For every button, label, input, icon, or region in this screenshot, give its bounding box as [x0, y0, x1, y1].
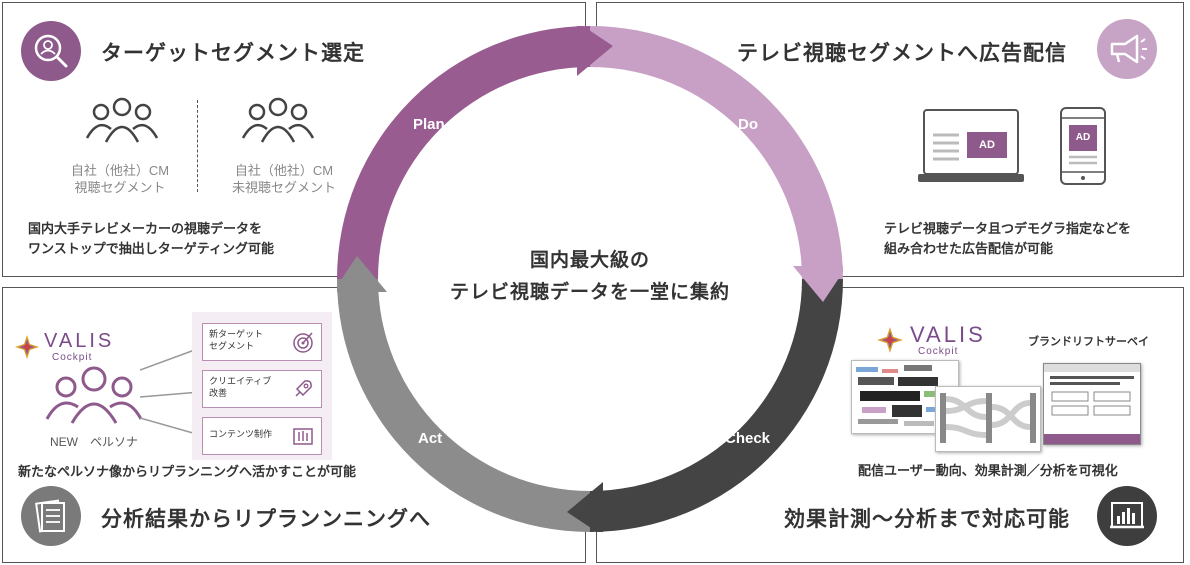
act-arc [337, 279, 590, 532]
plan-description: 国内大手テレビメーカーの視聴データをワンストップで抽出しターゲティング可能 [28, 221, 274, 256]
laptop-ad-icon: AD [917, 108, 1025, 189]
survey-label: ブランドリフトサーベイ [1028, 336, 1149, 348]
rocket-icon [295, 380, 312, 397]
phone-ad-icon: AD [1059, 106, 1107, 191]
search-user-icon [21, 21, 81, 81]
megaphone-icon [1097, 19, 1157, 79]
do-description: テレビ視聴データ且つデモグラ指定などを組み合わせた広告配信が可能 [884, 221, 1132, 256]
phone-ad-label: AD [1075, 132, 1091, 143]
do-arrowhead [793, 266, 847, 302]
survey-screenshot [1043, 363, 1141, 445]
laptop-ad-label: AD [979, 139, 995, 151]
do-title: テレビ視聴セグメントへ広告配信 [737, 42, 1067, 65]
valis-logo-check: VALIS Cockpit [876, 322, 996, 357]
plan-arrowhead [577, 22, 613, 76]
check-description: 配信ユーザー動向、効果計測／分析を可視化 [858, 463, 1118, 478]
documents-icon [21, 486, 81, 546]
segment-viewers-icon [84, 96, 160, 151]
connector-lines [140, 347, 201, 436]
divider [197, 100, 198, 192]
bar-chart-monitor-icon [1097, 486, 1157, 546]
target-icon [293, 332, 313, 353]
valis-logo-mark-icon [15, 335, 39, 359]
plan-arc [337, 26, 590, 279]
valis-logo-mark-icon [877, 327, 903, 353]
new-target-segment-item: 新ターゲットセグメント [202, 323, 322, 361]
persona-icon [44, 365, 144, 432]
creative-improvement-item: クリエイティブ改善 [202, 370, 322, 408]
phase-check-label: Check [725, 430, 771, 447]
phase-act-label: Act [418, 430, 443, 447]
tools-icon [293, 428, 313, 445]
do-arc [590, 26, 843, 279]
segment-nonviewers-icon [240, 96, 316, 151]
center-headline: 国内最大級の テレビ視聴データを一堂に集約 [449, 250, 730, 303]
act-description: 新たなペルソナ像からリプランニングへ活かすことが可能 [18, 464, 357, 479]
check-title: 効果計測〜分析まで対応可能 [784, 508, 1070, 531]
act-arrowhead [333, 256, 387, 292]
plan-title: ターゲットセグメント選定 [101, 42, 365, 65]
content-production-item: コンテンツ制作 [202, 417, 322, 455]
phase-plan-label: Plan [413, 116, 445, 133]
check-arrowhead [567, 482, 603, 536]
sankey-screenshot [935, 386, 1041, 452]
persona-label: NEW ペルソナ [50, 435, 138, 449]
act-title: 分析結果からリプランンニングへ [101, 508, 431, 531]
check-arc [590, 279, 843, 532]
valis-logo: VALIS Cockpit [14, 330, 124, 364]
pdca-cycle [333, 22, 847, 536]
phase-do-label: Do [738, 116, 758, 133]
